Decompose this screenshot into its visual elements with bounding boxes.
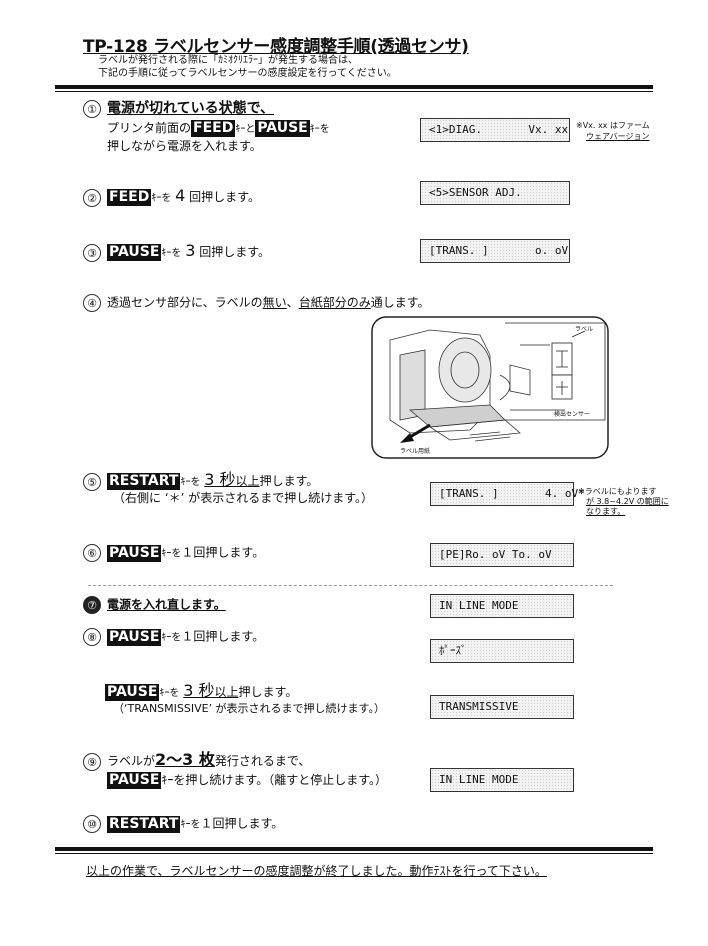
lcd-display: IN LINE MODE [430,768,574,792]
feed-key: FEED [107,189,152,206]
figure-label-sensor: 検出センサー [554,410,590,418]
intro-line-2: 下記の手順に従ってラベルセンサーの感度設定を行ってください。 [98,68,397,79]
step-number: ① [83,100,101,118]
pause-key: PAUSE [107,772,162,789]
note-line: が 3.8~4.2V の範囲に [586,497,669,506]
printer-sensor-figure: ラベル 検出センサー ラベル用紙 [371,316,609,459]
lcd-display: [TRANS. ] o. oV [420,239,570,263]
restart-key: RESTART [107,473,181,490]
sensor-callout [505,322,606,421]
top-rule [55,85,653,89]
dashed-separator [88,585,613,586]
page-title: TP-128 ラベルセンサー感度調整手順(透過センサ) [83,37,469,57]
paper-arrow-icon [400,423,431,443]
lcd-display: [TRANS. ] 4. oV* [430,482,585,506]
step-5-line-2: （右側に ‘＊’ が表示されるまで押し続けます。） [113,491,374,505]
lcd-display: IN LINE MODE [430,594,574,618]
figure-label-paper: ラベル用紙 [400,447,430,455]
restart-key: RESTART [107,815,181,833]
printer-sketch [389,329,531,442]
note-line: ※ラベルにもよります [578,487,657,496]
pause-key: PAUSE [107,544,162,562]
pause-key: PAUSE [107,244,162,261]
bottom-rule [55,847,653,851]
lcd-display: TRANSMISSIVE [430,695,574,719]
pause-key: PAUSE [107,628,162,646]
lcd-display: [PE]Ro. oV To. oV [430,543,574,567]
top-rule-thin [55,91,653,92]
step-1-line-3: 押しながら電源を入れます。 [107,139,262,153]
footer-note: 以上の作業で、ラベルセンサーの感度調整が終了しました。動作ﾃｽﾄを行って下さい。 [86,864,547,878]
lcd-display: <1>DIAG. Vx. xx [420,118,570,142]
bottom-rule-thin [55,853,653,854]
note-line: ※Vx. xx はファーム [576,121,650,130]
note-line: なります。 [586,507,626,516]
feed-key: FEED [191,120,236,137]
intro-line-1: ラベルが発行される際に「ｶﾐｵｸﾘｴﾗｰ」が発生する場合は、 [98,55,358,66]
lcd-display: ﾎﾟｰｽﾞ [430,639,574,663]
pause-key: PAUSE [105,684,160,701]
figure-label-label: ラベル [575,326,593,333]
step-8-hold-line-2: （‘TRANSMISSIVE’ が表示されるまで押し続けます。） [113,702,385,715]
note-line: ウェアバージョン [586,132,650,141]
pause-key: PAUSE [255,120,310,137]
lcd-display: <5>SENSOR ADJ. [420,181,570,205]
